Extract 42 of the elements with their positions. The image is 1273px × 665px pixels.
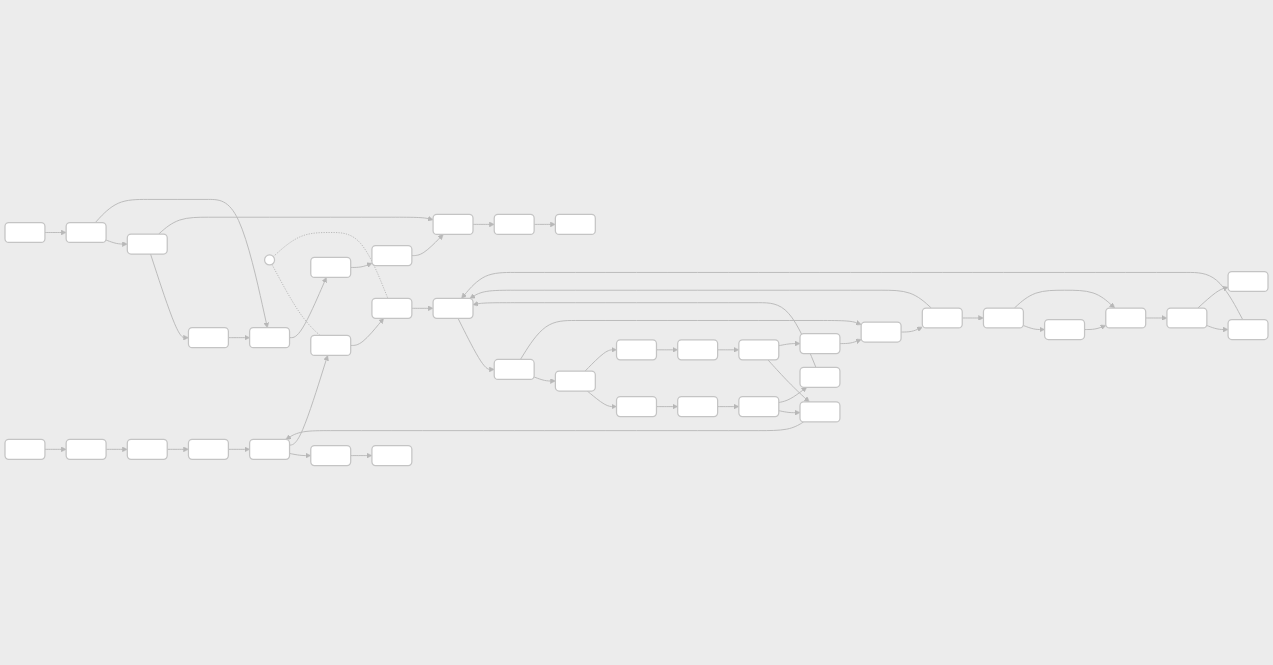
node-box — [677, 339, 719, 361]
node-box — [738, 339, 780, 361]
node-box — [1044, 318, 1086, 341]
node-box — [982, 307, 1024, 329]
node-box — [799, 366, 841, 388]
node-box — [249, 327, 291, 349]
node-box — [1105, 307, 1147, 329]
node-box — [371, 245, 413, 267]
node-box — [187, 438, 229, 460]
node-box — [921, 307, 963, 329]
node-box — [615, 396, 658, 418]
node-box — [493, 358, 535, 381]
node-box — [799, 332, 841, 355]
connector — [272, 232, 389, 299]
connector — [271, 263, 321, 336]
node-box — [4, 221, 46, 244]
node-box — [126, 233, 168, 255]
node-box — [371, 297, 413, 319]
node-box — [1227, 318, 1269, 341]
node-box — [310, 256, 352, 279]
node-box — [554, 370, 596, 392]
node-box — [310, 334, 352, 357]
node-box — [310, 444, 352, 467]
node-box — [1227, 270, 1269, 293]
node-box — [65, 221, 107, 244]
node-box — [65, 438, 107, 460]
node-box — [371, 444, 413, 467]
node-box — [738, 396, 780, 418]
node-box — [187, 327, 229, 349]
node-circle — [263, 254, 276, 266]
node-box — [615, 339, 658, 361]
node-box — [493, 213, 535, 235]
node-box — [1166, 307, 1208, 329]
node-box — [126, 438, 168, 460]
node-box — [554, 213, 596, 235]
node-box — [432, 297, 474, 319]
node-box — [432, 213, 474, 235]
node-box — [249, 438, 291, 460]
node-box — [799, 401, 841, 423]
node-box — [4, 438, 46, 460]
node-box — [677, 396, 719, 418]
node-box — [860, 321, 902, 343]
